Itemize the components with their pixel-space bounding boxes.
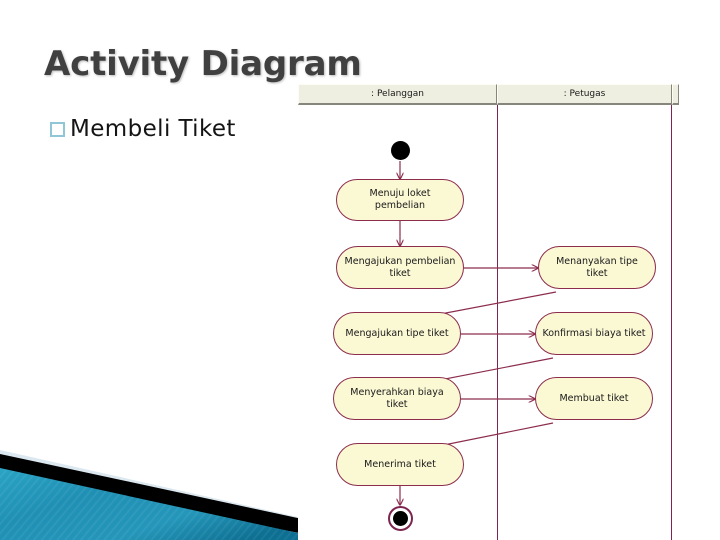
activity-node-menyerahkan-biaya-tiket[interactable]: Menyerahkan biaya tiket [333,377,461,420]
page-title: Activity Diagram [44,44,362,84]
activity-node-menuju-loket-pembelian[interactable]: Menuju loket pembelian [336,179,464,221]
bullet-item-label: Membeli Tiket [70,116,236,142]
swimlane-divider-2 [671,105,672,540]
hollow-square-bullet-icon [50,121,65,137]
swimlane-body: Menuju loket pembelian Mengajukan pembel… [298,105,679,540]
swimlane-divider-1 [497,105,498,540]
activity-node-membuat-tiket[interactable]: Membuat tiket [535,377,653,420]
final-node-inner-dot [393,511,408,526]
swimlane-header-empty [672,84,679,105]
activity-node-konfirmasi-biaya-tiket[interactable]: Konfirmasi biaya tiket [535,312,653,355]
activity-node-menanyakan-tipe-tiket[interactable]: Menanyakan tipe tiket [538,246,656,289]
initial-node [391,141,410,160]
activity-node-mengajukan-tipe-tiket[interactable]: Mengajukan tipe tiket [333,312,461,355]
swimlane-header-bar: : Pelanggan : Petugas [298,84,679,105]
activity-node-menerima-tiket[interactable]: Menerima tiket [336,443,464,486]
uml-activity-diagram: : Pelanggan : Petugas [298,84,679,540]
swimlane-header-pelanggan: : Pelanggan [298,84,497,105]
bullet-list-item: Membeli Tiket [50,116,236,142]
final-node [388,506,413,531]
swimlane-header-petugas: : Petugas [497,84,672,105]
activity-node-mengajukan-pembelian-tiket[interactable]: Mengajukan pembelian tiket [336,246,464,289]
